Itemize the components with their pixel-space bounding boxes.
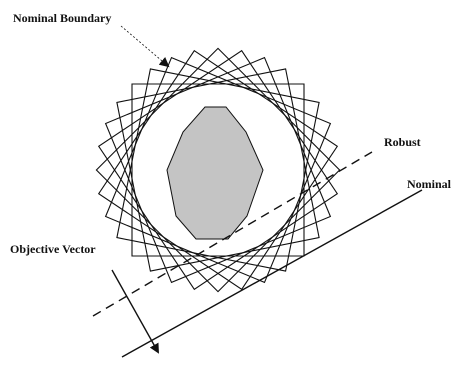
objective-vector-arrow [111,269,159,354]
robust-feasible-region [166,106,264,240]
rotated-square-3 [97,49,339,291]
robust-label: Robust [384,135,421,149]
rotated-square-6 [104,56,332,284]
rotated-square-5 [97,49,339,291]
nominal-line [121,189,423,358]
robust-line [92,151,373,317]
nominal-label: Nominal [407,177,452,191]
rotated-square-1 [116,68,320,272]
nominal-boundary-label: Nominal Boundary [13,11,111,25]
rotated-square-2 [104,56,332,284]
rotated-square-4 [95,47,341,293]
objective-vector-label: Objective Vector [10,242,96,256]
rotated-square-7 [116,68,320,272]
nominal-boundary-pointer [120,25,170,68]
rotated-constraint-polygons [95,47,341,293]
